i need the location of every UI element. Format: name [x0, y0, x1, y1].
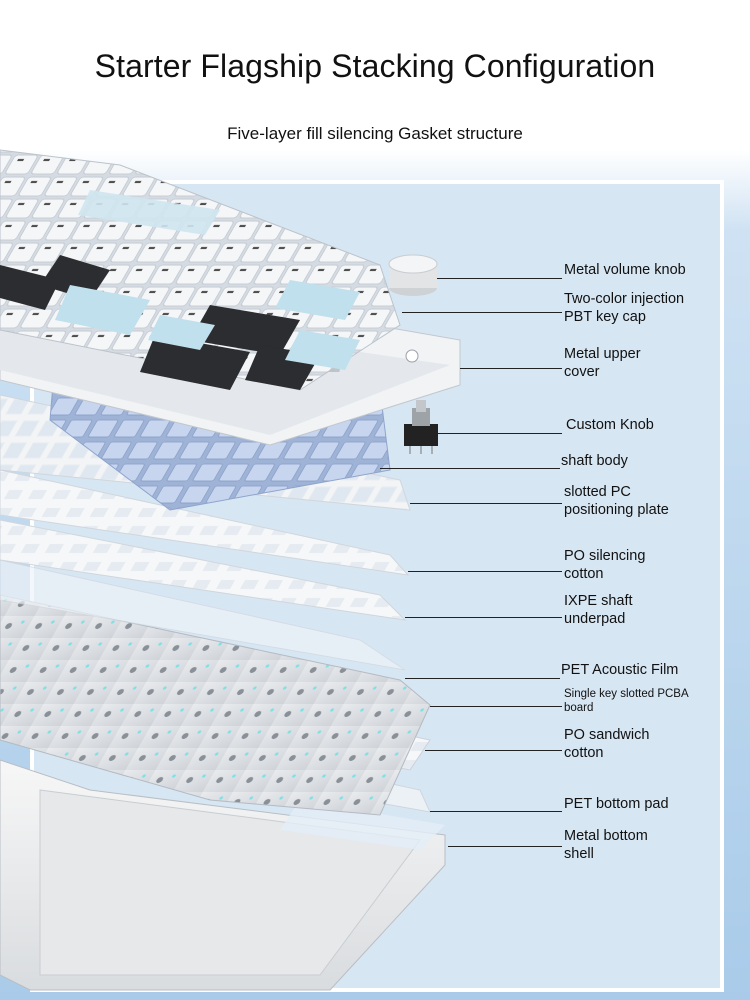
ixpe-underpad-layer — [0, 519, 407, 621]
label-metal-volume-knob: Metal volume knob — [564, 262, 686, 278]
label-key-cap: Two-color injection PBT key cap — [564, 291, 685, 325]
label-shaft-body: shaft body — [561, 453, 628, 469]
label-ixpe-shaft-underpad: IXPE shaft underpad — [564, 593, 633, 627]
label-metal-upper-cover: Metal upper cover — [564, 346, 641, 380]
keycap-layer — [0, 149, 401, 391]
label-po-silencing-cotton: PO silencing cotton — [564, 548, 646, 582]
volume-knob-icon — [388, 254, 438, 296]
leader-line-bottom-shell — [448, 846, 562, 847]
page-title: Starter Flagship Stacking Configuration — [94, 48, 656, 84]
leader-line-upper-cover — [460, 368, 562, 369]
leader-line-po-sandwich — [425, 750, 562, 751]
label-pet-acoustic-film: PET Acoustic Film — [561, 662, 679, 678]
leader-line-pet-bottom — [430, 811, 562, 812]
pcba-board-layer — [0, 594, 431, 816]
leader-line-pcba — [430, 706, 562, 707]
leader-line-ixpe — [405, 617, 562, 618]
po-silencing-cotton-layer — [0, 469, 410, 576]
metal-bottom-shell-layer — [0, 759, 446, 991]
leader-line-shaft-body — [380, 468, 560, 469]
leader-line-key-cap — [402, 312, 562, 313]
leader-line-pet-film — [405, 678, 560, 679]
page-subtitle: Five-layer fill silencing Gasket structu… — [227, 124, 523, 143]
label-pet-bottom-pad: PET bottom pad — [564, 796, 669, 812]
label-po-sandwich-cotton: PO sandwich cotton — [564, 727, 650, 761]
pet-acoustic-film-layer — [0, 559, 406, 671]
label-pc-positioning-plate: slotted PC positioning plate — [564, 484, 669, 518]
label-metal-bottom-shell: Metal bottom shell — [564, 828, 648, 862]
leader-line-custom-knob — [438, 433, 562, 434]
leader-line-po-cotton — [408, 571, 562, 572]
label-pcba-board: Single key slotted PCBA board — [564, 688, 689, 714]
rotary-encoder-icon — [404, 400, 438, 454]
leader-line-pc-plate — [410, 503, 562, 504]
label-custom-knob: Custom Knob — [566, 417, 654, 433]
leader-line-volume-knob — [437, 278, 562, 279]
